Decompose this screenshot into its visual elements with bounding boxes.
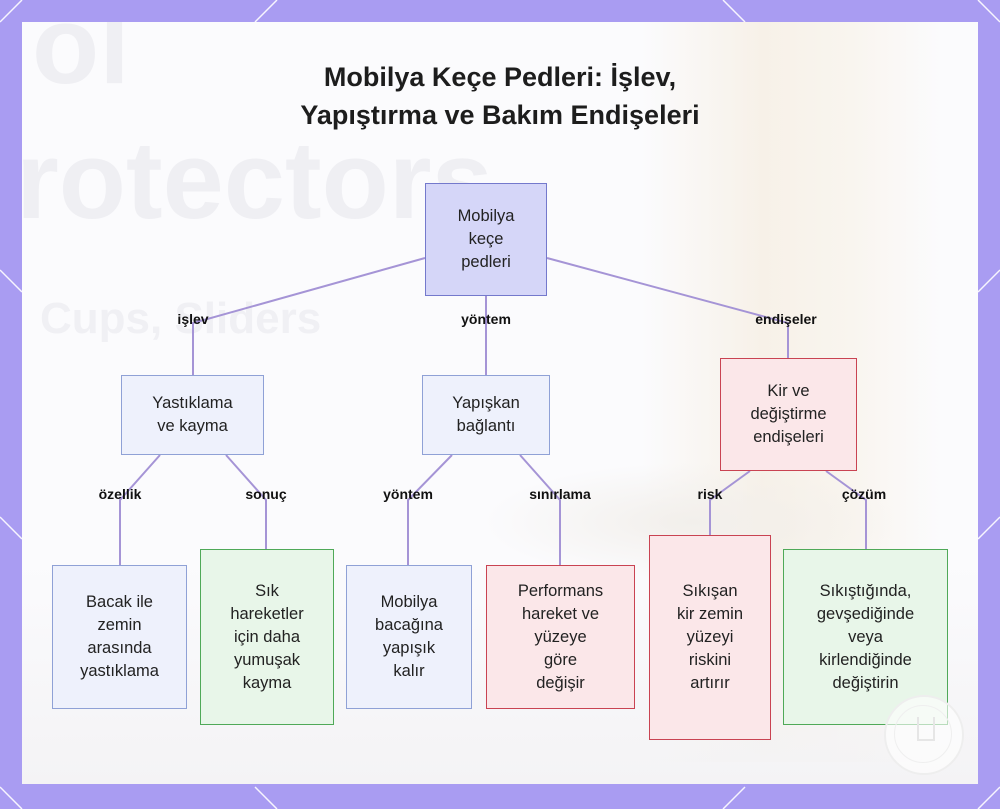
edge-label-yontem-sub: yöntem [383,486,433,502]
node-text: Yapışkan [452,394,520,412]
node-cushion-leg: Bacak ile zemin arasında yastıklama [52,565,187,709]
title-line: Mobilya Keçe Pedleri: İşlev, [323,62,677,92]
node-text: pedleri [461,253,511,271]
edge-endiseler [546,257,789,358]
node-text: ve kayma [157,417,228,435]
node-text: kalır [393,662,425,680]
node-text: Mobilya [457,207,515,225]
node-text: endişeleri [753,428,824,446]
node-performance: Performans hareket ve yüzeye göre değişi… [486,565,635,709]
node-dirt-concerns: Kir ve değiştirme endişeleri [720,358,857,471]
edge-cozum [825,470,867,549]
node-text: hareket ve [521,604,600,623]
node-text: arasında [87,639,152,657]
node-text: Kir ve [767,382,810,400]
node-text: yüzeye [534,627,587,646]
node-text: değişir [536,673,585,692]
node-text: kayma [242,673,292,692]
background-text: rotectors [22,119,493,242]
background-text: ol [32,22,130,107]
diagram-title: Mobilya Keçe Pedleri: İşlev, Yapıştırma … [0,58,1000,134]
node-text: yastıklama [80,662,159,680]
node-text: artırır [690,674,730,692]
node-text: yumuşak [233,650,301,669]
node-text: göre [543,650,578,669]
edge-label-endiseler: endişeler [755,311,817,327]
node-text: gevşediğinde [816,604,915,623]
title-line: Yapıştırma ve Bakım Endişeleri [300,100,700,130]
node-text: bağlantı [456,417,516,435]
edge-risk [709,470,751,535]
node-text: kir zemin [676,605,743,623]
node-text: yapışık [382,639,436,657]
node-adhesive: Yapışkan bağlantı [422,375,550,455]
edge-yontem-sub [407,454,453,565]
node-sticks-to-leg: Mobilya bacağına yapışık kalır [346,565,472,709]
node-text: Bacak ile [86,593,153,611]
edge-label-cozum: çözüm [841,486,887,502]
node-text: Sıkıştığında, [819,581,912,600]
node-text: veya [848,627,883,646]
node-text: Yastıklama [152,394,233,412]
watermark-seal-icon [884,695,964,775]
node-text: için daha [233,627,301,646]
node-text: riskini [688,651,732,669]
node-text: hareketler [230,604,304,623]
node-text: yüzeyi [686,628,734,646]
node-text: kirlendiğinde [819,650,912,669]
edge-label-sonuc: sonuç [245,486,287,502]
edge-sonuc [225,454,267,549]
node-text: Performans [517,581,604,600]
node-text: Sık [255,581,279,600]
node-text: keçe [468,230,504,248]
node-cushion: Yastıklama ve kayma [121,375,264,455]
edge-label-islev: işlev [177,311,209,327]
node-text: değiştirme [750,405,827,423]
edge-label-risk: risk [697,486,723,502]
edge-label-ozellik: özellik [98,486,142,502]
node-text: bacağına [375,616,443,634]
edge-islev [192,257,426,375]
node-root: Mobilya keçe pedleri [425,183,547,296]
edge-label-yontem: yöntem [461,311,511,327]
edge-sinirlama [519,454,561,565]
node-dirt-risk: Sıkışan kir zemin yüzeyi riskini artırır [649,535,771,740]
node-text: Sıkışan [682,582,738,600]
edge-label-sinirlama: sınırlama [529,486,591,502]
node-text: değiştirin [832,673,899,692]
node-smooth-slide: Sık hareketler için daha yumuşak kayma [200,549,334,725]
node-text: zemin [97,616,142,634]
edge-ozellik [119,454,161,565]
background-text: Cups, Sliders [40,294,322,343]
node-text: Mobilya [380,593,438,611]
